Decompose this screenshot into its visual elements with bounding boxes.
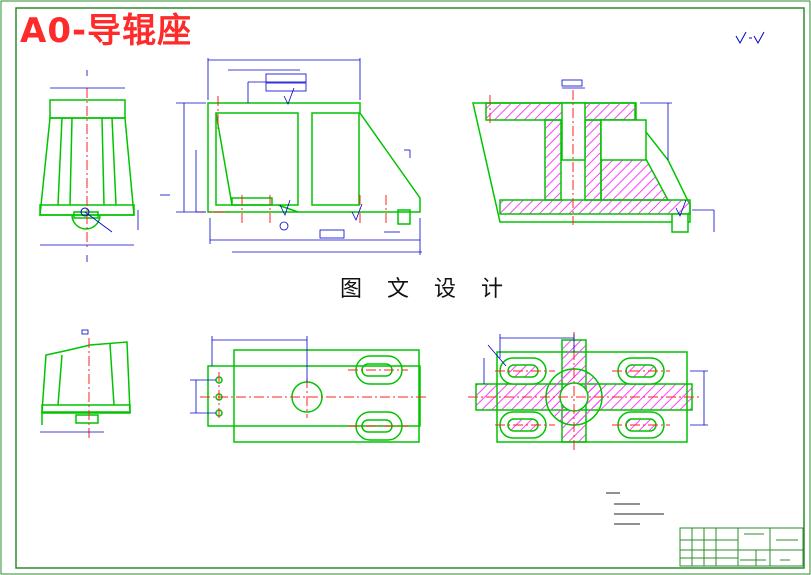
technical-notes [606,492,664,525]
partial-view [40,329,131,438]
section-view-a-a [472,79,715,233]
roughness-symbol [735,31,765,45]
side-view [39,70,139,262]
watermark-caption: 图 文 设 计 [336,271,516,303]
drawing-title: A0-导辊座 [20,11,193,51]
front-view [160,58,422,255]
title-block [679,527,804,567]
section-view-b-b [468,332,708,450]
plan-view [190,336,428,443]
